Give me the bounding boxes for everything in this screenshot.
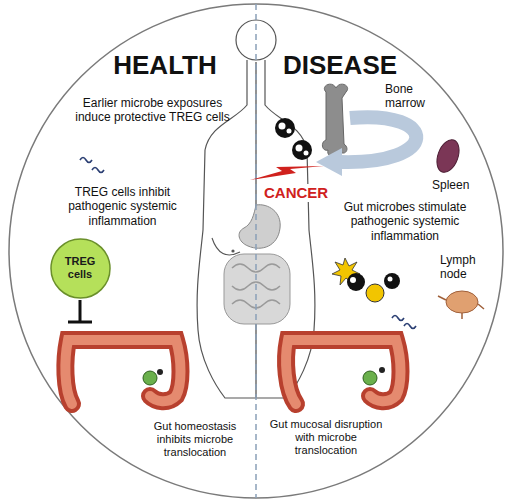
panel-heading: DISEASE: [275, 50, 405, 81]
breast-outline: [212, 238, 240, 255]
microbe-squiggle: [404, 324, 416, 329]
colon-health: [65, 340, 180, 404]
outer-circle: [9, 4, 503, 498]
inhibit-bar: [68, 321, 92, 324]
migration-arrow: [340, 117, 416, 162]
inflammation-cluster: [332, 258, 400, 302]
immune-cell: [379, 367, 385, 373]
bone-icon: [322, 84, 347, 157]
spleen-icon: [433, 137, 463, 176]
microbe-blob: [143, 371, 157, 385]
colon-inner: [65, 340, 180, 404]
annotation-text: Earlier microbe exposures induce protect…: [70, 96, 235, 125]
migration-arrowhead: [316, 148, 342, 176]
annotation-text: Gut homeostasis inhibits microbe translo…: [140, 420, 250, 460]
treg-circle: TREG cells: [50, 238, 111, 299]
colon-outer: [65, 340, 180, 404]
colon-disease: [286, 340, 400, 404]
lymph-vessels: [438, 296, 484, 319]
annotation-text: Gut mucosal disruption with microbe tran…: [264, 418, 388, 458]
inhibit-line: [79, 300, 82, 322]
inhibition-bar: [68, 300, 92, 322]
immune-cells: [275, 118, 312, 160]
cell-nucleus: [279, 123, 286, 130]
microbe-squiggle: [80, 158, 92, 163]
cell-nucleus: [388, 277, 393, 282]
immune-cell: [347, 273, 365, 291]
organ-label: Spleen: [432, 178, 469, 192]
organ-label: Bone marrow: [385, 82, 435, 111]
immune-cell: [292, 140, 312, 160]
stomach: [239, 205, 280, 249]
immune-cell: [275, 118, 295, 138]
cancer-label: CANCER: [262, 184, 330, 202]
organ-label: Lymph node: [440, 253, 485, 282]
lymph-node-icon: [446, 291, 478, 313]
cell-nucleus: [287, 129, 292, 134]
microbe-squiggles: [80, 158, 416, 329]
microbe-squiggle: [92, 168, 104, 173]
immune-cell: [384, 273, 400, 289]
microbe-blob: [363, 371, 377, 385]
circle-fill: [51, 239, 110, 298]
lightning-bolt: [250, 166, 324, 180]
node-text: TREG cells: [58, 255, 102, 280]
immune-cell: [157, 369, 163, 375]
small-intestine: [224, 254, 290, 324]
divider-dashed: [255, 4, 257, 498]
cell-nucleus: [296, 145, 303, 152]
cell-nucleus: [350, 277, 356, 283]
colon-inner: [286, 340, 400, 404]
cell-nucleus: [304, 151, 309, 156]
burst-star: [332, 258, 360, 285]
nipple: [231, 249, 234, 252]
annotation-text: TREG cells inhibit pathogenic systemic i…: [55, 185, 190, 228]
panel-heading: HEALTH: [100, 50, 230, 81]
microbe-squiggle: [392, 316, 404, 321]
colon-outer: [286, 340, 400, 404]
annotation-text: Gut microbes stimulate pathogenic system…: [325, 200, 485, 243]
activated-cell: [366, 284, 384, 302]
